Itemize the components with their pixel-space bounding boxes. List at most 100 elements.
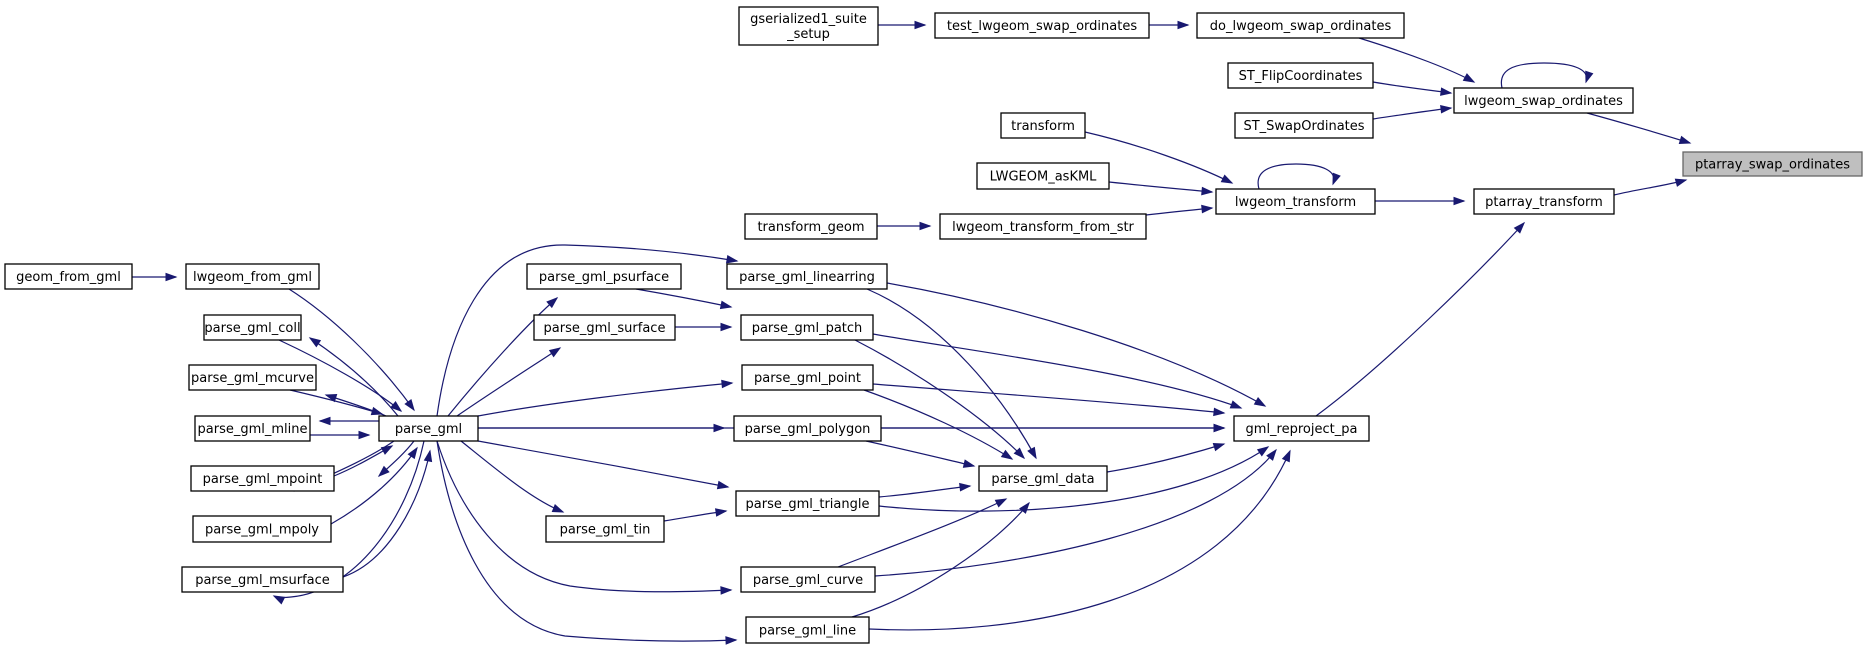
node-ST_SwapOrdinates[interactable]: ST_SwapOrdinates <box>1234 112 1374 139</box>
node-ptarray_swap_ordinates[interactable]: ptarray_swap_ordinates <box>1682 151 1863 177</box>
node-lwgeom_from_gml[interactable]: lwgeom_from_gml <box>185 263 320 290</box>
node-parse_gml_psurface[interactable]: parse_gml_psurface <box>526 263 682 290</box>
edge-parse_gml_mpoly-to-parse_gml <box>330 447 418 525</box>
node-label: lwgeom_swap_ordinates <box>1464 94 1623 109</box>
arrowhead-lwgeom_transform_from_str-to-lwgeom_transform <box>1201 204 1214 214</box>
node-box <box>526 263 682 290</box>
node-gserialized1_suite_setup[interactable]: gserialized1_suite_setup <box>738 6 879 46</box>
edge-parse_gml-to-parse_gml_tin <box>460 440 564 513</box>
node-label-line: parse_gml_data <box>991 472 1094 487</box>
arrowhead-parse_gml-to-parse_gml_point <box>721 379 734 389</box>
node-parse_gml_mpoint[interactable]: parse_gml_mpoint <box>190 465 335 492</box>
arrowhead-parse_gml-to-parse_gml_psurface <box>546 297 559 309</box>
node-label: lwgeom_from_gml <box>193 270 312 285</box>
node-geom_from_gml[interactable]: geom_from_gml <box>4 263 133 290</box>
node-parse_gml_line[interactable]: parse_gml_line <box>745 616 870 644</box>
arrowhead-parse_gml_triangle-to-parse_gml_data <box>959 482 972 492</box>
edge-parse_gml_patch-to-parse_gml_data <box>854 339 1025 459</box>
edge-parse_gml_linearring-to-parse_gml_data <box>866 288 1037 459</box>
node-label-line: parse_gml_linearring <box>739 270 875 285</box>
node-parse_gml_mcurve[interactable]: parse_gml_mcurve <box>188 364 317 391</box>
edge-parse_gml_point-to-parse_gml_data <box>863 389 1013 460</box>
edge-parse_gml_curve-to-gml_reproject_pa <box>874 449 1277 577</box>
node-label-line: ST_SwapOrdinates <box>1243 119 1364 134</box>
node-box <box>740 566 876 593</box>
node-box <box>378 415 479 442</box>
node-parse_gml_tin[interactable]: parse_gml_tin <box>545 515 665 543</box>
node-label-line: do_lwgeom_swap_ordinates <box>1210 19 1392 34</box>
edge-parse_gml_psurface-to-parse_gml_patch <box>635 288 732 308</box>
edge-parse_gml_polygon-to-parse_gml_data <box>865 440 975 467</box>
edge-parse_gml-to-parse_gml_linearring <box>436 244 738 417</box>
node-parse_gml_curve[interactable]: parse_gml_curve <box>740 566 876 593</box>
node-label: parse_gml_coll <box>204 321 300 336</box>
node-label-line: parse_gml_mpoly <box>205 523 319 538</box>
edge-parse_gml-to-parse_gml_curve <box>436 440 732 593</box>
edge-parse_gml_point-to-gml_reproject_pa <box>872 383 1225 414</box>
arrowhead-parse_gml_mpoly-to-parse_gml <box>407 446 418 460</box>
node-transform_geom[interactable]: transform_geom <box>744 213 878 240</box>
arrowhead-lwgeom_swap_ordinates-to-lwgeom_swap_ordinates <box>1585 70 1594 84</box>
node-label: parse_gml_tin <box>560 523 651 538</box>
node-label-line: lwgeom_from_gml <box>193 270 312 285</box>
node-parse_gml_triangle[interactable]: parse_gml_triangle <box>735 490 880 517</box>
node-parse_gml_data[interactable]: parse_gml_data <box>978 465 1108 492</box>
arrowhead-parse_gml_msurface-to-parse_gml <box>423 449 433 463</box>
node-label: parse_gml_surface <box>544 321 666 336</box>
node-parse_gml_surface[interactable]: parse_gml_surface <box>533 314 676 341</box>
node-label-line: parse_gml_coll <box>204 321 300 336</box>
node-parse_gml_polygon[interactable]: parse_gml_polygon <box>733 415 882 442</box>
edge-parse_gml_triangle-to-parse_gml_data <box>878 485 971 498</box>
edge-parse_gml_line-to-parse_gml_data <box>851 502 1030 618</box>
node-label-line: parse_gml <box>395 422 462 437</box>
node-label: parse_gml_linearring <box>739 270 875 285</box>
node-label: ptarray_transform <box>1485 195 1603 210</box>
node-gml_reproject_pa[interactable]: gml_reproject_pa <box>1233 415 1370 442</box>
edge-ST_SwapOrdinates-to-lwgeom_swap_ordinates <box>1372 107 1452 120</box>
arrowhead-parse_gml_mline-to-parse_gml <box>358 430 371 440</box>
node-ST_FlipCoordinates[interactable]: ST_FlipCoordinates <box>1227 62 1374 89</box>
arrowhead-parse_gml_curve-to-parse_gml_data <box>994 498 1008 508</box>
node-box <box>4 263 133 290</box>
node-label-line: parse_gml_psurface <box>539 270 669 285</box>
node-label-line: parse_gml_mline <box>198 422 308 437</box>
node-parse_gml_mline[interactable]: parse_gml_mline <box>194 415 311 442</box>
node-label-line: gml_reproject_pa <box>1246 422 1358 437</box>
node-parse_gml_linearring[interactable]: parse_gml_linearring <box>726 263 888 290</box>
node-box <box>181 566 344 593</box>
node-box <box>976 162 1110 190</box>
node-label: ptarray_swap_ordinates <box>1695 158 1850 173</box>
arrowhead-parse_gml-to-parse_gml_curve <box>720 586 733 595</box>
node-label: parse_gml_mpoint <box>203 472 323 487</box>
node-parse_gml[interactable]: parse_gml <box>378 415 479 442</box>
node-label: parse_gml_polygon <box>745 422 871 437</box>
node-transform[interactable]: transform <box>1000 112 1086 139</box>
arrowhead-parse_gml_surface-to-parse_gml_patch <box>720 322 733 332</box>
arrowhead-parse_gml_mpoint-to-parse_gml <box>380 445 394 455</box>
node-parse_gml_patch[interactable]: parse_gml_patch <box>740 314 874 341</box>
node-label-line: parse_gml_mcurve <box>191 371 314 386</box>
arrowhead-parse_gml-to-parse_gml_mpoly <box>377 465 390 477</box>
arrowhead-ST_SwapOrdinates-to-lwgeom_swap_ordinates <box>1440 104 1453 114</box>
node-lwgeom_swap_ordinates[interactable]: lwgeom_swap_ordinates <box>1453 87 1634 114</box>
node-lwgeom_transform_from_str[interactable]: lwgeom_transform_from_str <box>939 213 1147 240</box>
node-parse_gml_mpoly[interactable]: parse_gml_mpoly <box>192 515 332 543</box>
arrowhead-parse_gml_patch-to-parse_gml_data <box>1013 447 1026 460</box>
node-parse_gml_msurface[interactable]: parse_gml_msurface <box>181 566 344 593</box>
node-lwgeom_transform[interactable]: lwgeom_transform <box>1215 188 1376 215</box>
node-label: parse_gml_mpoly <box>205 523 319 538</box>
arrowhead-transform_geom-to-lwgeom_transform_from_str <box>919 221 932 231</box>
arrowhead-LWGEOM_asKML-to-lwgeom_transform <box>1201 186 1214 196</box>
node-parse_gml_coll[interactable]: parse_gml_coll <box>203 314 302 341</box>
node-label: geom_from_gml <box>16 270 121 285</box>
node-label-line: parse_gml_curve <box>753 573 863 588</box>
node-ptarray_transform[interactable]: ptarray_transform <box>1473 188 1615 215</box>
node-label: gserialized1_suite_setup <box>750 12 867 42</box>
node-box <box>188 364 317 391</box>
node-box <box>1196 12 1405 39</box>
node-do_lwgeom_swap_ordinates[interactable]: do_lwgeom_swap_ordinates <box>1196 12 1405 39</box>
node-LWGEOM_asKML[interactable]: LWGEOM_asKML <box>976 162 1110 190</box>
node-parse_gml_point[interactable]: parse_gml_point <box>741 364 874 391</box>
node-test_lwgeom_swap_ordinates[interactable]: test_lwgeom_swap_ordinates <box>934 12 1150 39</box>
